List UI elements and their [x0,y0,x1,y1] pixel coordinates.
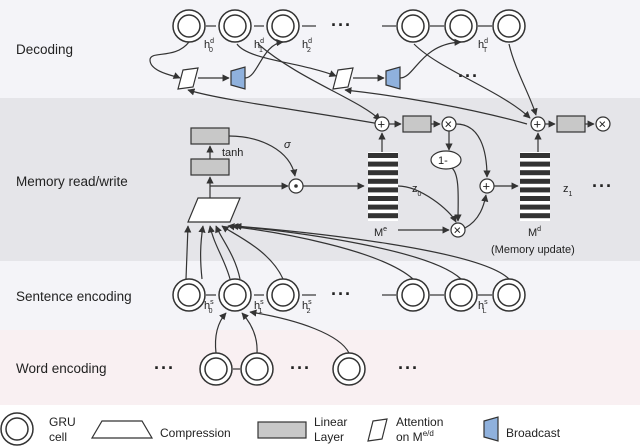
svg-text:×: × [599,117,607,132]
band-label-sentence: Sentence encoding [16,289,132,304]
svg-text:×: × [445,117,453,132]
memory-slot [520,178,550,184]
memory-section: tanh σ Me + × 1- z0 + [187,43,613,256]
legend-linear-line1: Linear [314,415,347,429]
legend-broadcast-label: Broadcast [506,426,561,440]
gru-cell [396,9,430,43]
gru-cell [444,9,478,43]
memory-slot [520,153,550,158]
memory-update-label: (Memory update) [491,244,575,256]
md-label: Md [528,226,541,239]
legend-compression-label: Compression [160,426,231,440]
legend-gru-icon [0,412,34,446]
decoder-ellipsis: ··· [331,15,352,35]
memory-slot [520,170,550,176]
one-minus-node [430,150,462,170]
memory-slot [368,170,398,176]
multiply-node [595,116,611,132]
memory-decoder [520,152,550,221]
memory-slot [368,196,398,201]
memory-slot [520,204,550,210]
z1-label: z1 [563,183,573,198]
encoder-ellipsis: ··· [331,284,352,304]
memory-ellipsis: ··· [592,176,613,196]
gru-cell [266,9,300,43]
word-gru-row: ··· ··· ··· [154,352,419,386]
memory-slot [368,213,398,219]
legend-linear-line2: Layer [314,430,344,444]
legend-gru-line2: cell [49,430,67,444]
linear-layer [556,115,586,133]
legend: GRU cell Compression Linear Layer Attent… [0,412,561,446]
svg-text:+: + [534,117,542,132]
decoder-attention-broadcast: ··· [177,66,478,90]
gru-cell [172,278,206,312]
svg-text:+: + [378,117,386,132]
word-ellipsis: ··· [154,358,175,378]
band-label-memory: Memory read/write [16,174,128,189]
memory-slot [368,178,398,184]
legend-linear-icon [257,421,307,439]
gru-cell [396,278,430,312]
gru-cell [240,352,274,386]
broadcast-box [385,66,401,90]
band-word [0,330,640,405]
memory-slot [368,153,398,158]
linear-layer [190,127,230,145]
gru-cell [218,278,252,312]
memory-slot [520,196,550,201]
attention-box [332,67,354,90]
attention-box [177,67,199,90]
gru-cell [492,278,526,312]
me-label: Me [374,226,387,239]
memory-slot [368,161,398,167]
gru-cell [444,278,478,312]
memory-slot [368,204,398,210]
band-decoding [0,0,640,98]
memory-slot [520,187,550,193]
legend-attention-line2: on Me/d [396,429,434,444]
legend-attention-line1: Attention [396,415,443,429]
gru-cell [218,9,252,43]
linear-layer [190,158,230,176]
memory-slot [368,187,398,193]
gru-cell [172,9,206,43]
tanh-label: tanh [222,147,243,159]
band-sentence [0,261,640,330]
one-minus-label: 1- [438,155,448,167]
legend-broadcast-icon [483,416,499,442]
memory-slot [520,213,550,219]
word-ellipsis: ··· [290,358,311,378]
broadcast-box [230,66,246,90]
compression-block [187,197,241,223]
gru-cell [266,278,300,312]
band-label-word: Word encoding [16,361,107,376]
memory-slot [520,161,550,167]
gru-cell [492,9,526,43]
sigma-label: σ [284,139,291,151]
legend-compression-icon [90,420,154,439]
svg-text:+: + [483,179,491,194]
linear-layer [402,115,432,133]
memory-encoder [368,152,398,221]
multiply-node [450,222,466,238]
svg-text:×: × [454,223,462,238]
legend-gru-line1: GRU [49,415,76,429]
legend-attention-icon [367,418,388,442]
band-label-decoding: Decoding [16,42,73,57]
gru-cell [332,352,366,386]
gru-cell [199,352,233,386]
word-ellipsis: ··· [398,358,419,378]
